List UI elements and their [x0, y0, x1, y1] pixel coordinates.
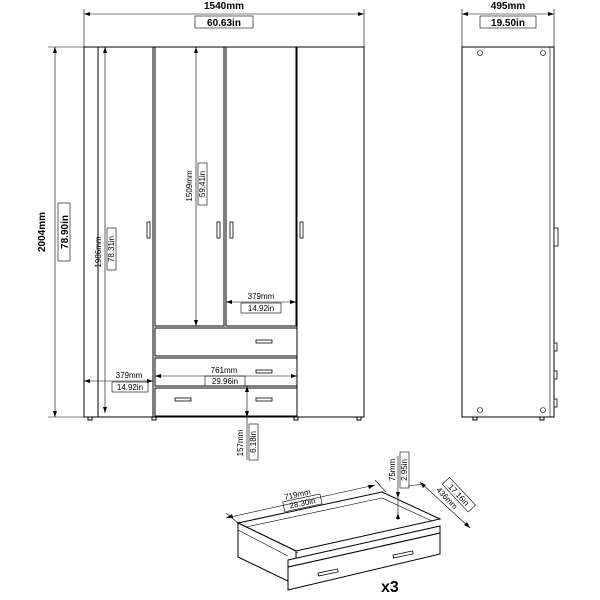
side-handle: [553, 227, 559, 247]
depth-in: 19.50in: [491, 18, 525, 29]
wardrobe-side-panel: [461, 46, 555, 418]
inner-height-in: 78.31in: [107, 236, 116, 262]
drawer-handle-side: [553, 370, 558, 380]
overall-height-dimension: 2004mm 78.90in: [37, 46, 84, 418]
depth-mm: 495mm: [491, 1, 526, 12]
inner-height-dimension: 1986mm 78.31in: [94, 47, 117, 413]
drawer-handle: [255, 369, 273, 374]
depth-dimension: 495mm 19.50in: [461, 1, 555, 47]
drawer-height-dimension: 75mm 2.95in: [388, 451, 410, 520]
drawer-section-width-mm: 761mm: [211, 366, 238, 375]
leg: [356, 416, 362, 421]
upper-door-height-dimension: 1509mm 59.41in: [185, 47, 208, 326]
overall-width-mm: 1540mm: [204, 1, 244, 12]
door-center-right: [225, 46, 297, 327]
drawer-detail: [236, 491, 442, 591]
drawer-handle: [317, 568, 339, 577]
drawer-quantity: x3: [381, 579, 399, 596]
drawer-handle: [392, 550, 414, 559]
drawer-handle: [174, 397, 192, 402]
lower-inner-width-mm: 379mm: [116, 371, 143, 380]
overall-height-mm: 2004mm: [37, 212, 48, 252]
upper-inner-width-dimension: 379mm 14.92in: [226, 292, 296, 314]
drawer-handle: [255, 397, 273, 402]
lower-inner-width-in: 14.92in: [117, 383, 143, 392]
drawer-handle: [255, 339, 273, 344]
leg-clearance-in: 6.18in: [249, 431, 258, 453]
door-handle: [229, 221, 234, 239]
leg-clearance-dimension: 157mm 6.18in: [236, 386, 259, 461]
inner-height-mm: 1986mm: [94, 236, 103, 267]
leg: [293, 416, 299, 421]
door-handle: [299, 221, 304, 239]
drawer-section-width-dimension: 761mm 29.96in: [155, 366, 297, 387]
door-handle: [146, 221, 151, 239]
upper-inner-width-mm: 379mm: [248, 292, 275, 301]
drawer-handle-side: [553, 342, 558, 352]
side-view: [461, 46, 559, 421]
door-left: [97, 46, 154, 418]
drawer-width-dimension: 719mm 28.30in: [225, 479, 387, 524]
drawer-height-in: 2.95in: [400, 459, 409, 481]
drawer-section-width-in: 29.96in: [212, 377, 238, 386]
leg: [87, 416, 93, 421]
leg: [151, 416, 157, 421]
upper-inner-width-in: 14.92in: [248, 304, 274, 313]
leg-clearance-mm: 157mm: [236, 429, 245, 456]
drawer-front-3: [154, 387, 298, 417]
door-right: [296, 46, 365, 418]
lower-inner-width-dimension: 379mm 14.92in: [84, 371, 153, 393]
overall-width-in: 60.63in: [207, 18, 241, 29]
overall-width-dimension: 1540mm 60.63in: [83, 1, 365, 47]
drawer-handle-side: [553, 398, 558, 408]
front-view: [83, 46, 365, 421]
upper-door-height-mm: 1509mm: [185, 170, 194, 201]
door-center-left: [154, 46, 225, 327]
drawer-front-1: [154, 327, 298, 357]
drawer-height-mm: 75mm: [388, 459, 397, 482]
overall-height-in: 78.90in: [60, 215, 71, 249]
upper-door-height-in: 59.41in: [198, 171, 207, 197]
door-handle: [216, 221, 221, 239]
